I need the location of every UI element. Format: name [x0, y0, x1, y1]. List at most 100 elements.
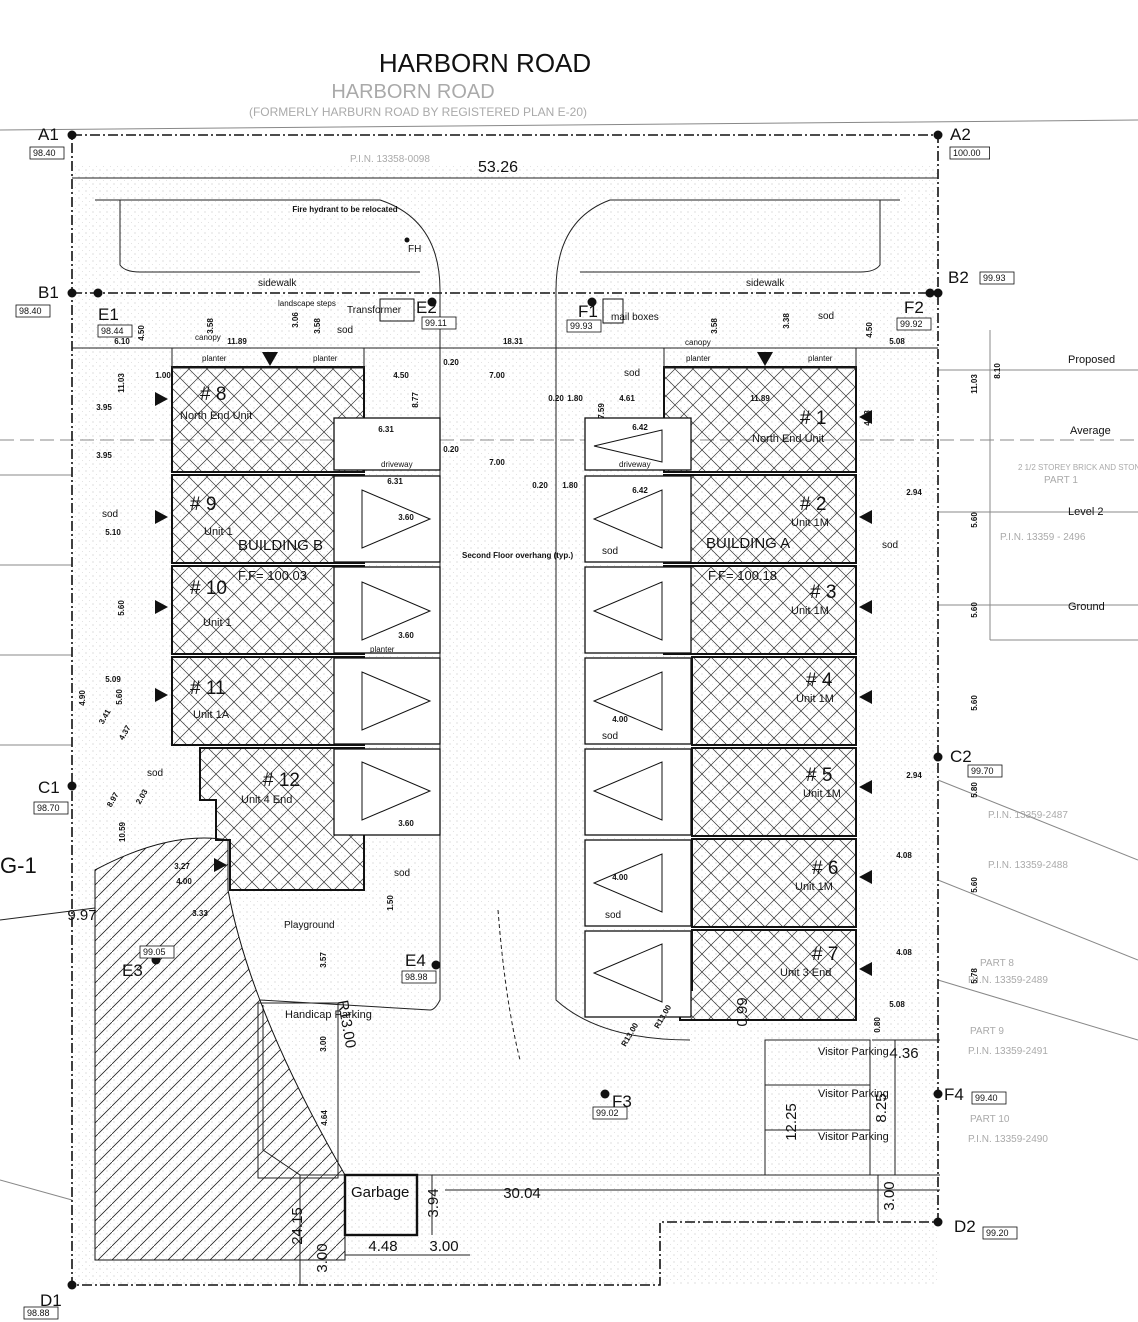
svg-text:11.89: 11.89	[750, 394, 770, 403]
unit-7-num: # 7	[812, 944, 838, 965]
unit-8-label: North End Unit	[180, 410, 252, 422]
sidewalk-right: sidewalk	[746, 278, 785, 289]
svg-text:6.10: 6.10	[114, 337, 130, 346]
dim-visitor-h2: 8.25	[873, 1093, 890, 1122]
garbage-label: Garbage	[351, 1184, 409, 1201]
unit-box-5	[691, 747, 857, 837]
elevation-d1: 98.88	[27, 1308, 50, 1318]
handicap-region	[257, 1002, 339, 1179]
road-former-name: (FORMERLY HARBURN ROAD BY REGISTERED PLA…	[249, 105, 587, 119]
svg-text:3.06: 3.06	[291, 312, 300, 328]
unit-8-num: # 8	[200, 384, 226, 405]
landscape-steps-label: landscape steps	[278, 299, 336, 308]
elevation-box-c1	[33, 801, 69, 815]
building-b	[171, 347, 441, 891]
svg-text:4.50: 4.50	[393, 371, 409, 380]
sod-left: sod	[102, 509, 118, 520]
elevation-box-f4	[971, 1091, 1007, 1105]
dim-garbage-width: 4.48	[368, 1238, 397, 1255]
curb-right-inner	[580, 200, 881, 273]
svg-text:P.I.N. 13358-0098: P.I.N. 13358-0098	[350, 154, 430, 165]
svg-text:4.08: 4.08	[896, 851, 912, 860]
svg-text:4.53: 4.53	[863, 410, 872, 426]
svg-text:3.58: 3.58	[206, 318, 215, 334]
svg-text:6.42: 6.42	[632, 423, 648, 432]
dim-visitor-width: 4.36	[889, 1045, 918, 1062]
small-dims: 4.50 3.58 3.06 3.58 11.89 18.31 6.10 1.0…	[78, 312, 1002, 1126]
elevation-b1: 98.40	[19, 306, 42, 316]
visitor-parking-3: Visitor Parking	[818, 1131, 889, 1143]
svg-text:5.08: 5.08	[889, 1000, 905, 1009]
survey-point-b1	[67, 288, 77, 298]
survey-point-e4	[431, 960, 441, 970]
survey-point-label-a2: A2	[950, 125, 971, 144]
svg-text:5.60: 5.60	[115, 689, 124, 705]
svg-text:6.42: 6.42	[632, 486, 648, 495]
svg-text:4.61: 4.61	[619, 394, 635, 403]
svg-text:5.60: 5.60	[970, 877, 979, 893]
svg-text:P.I.N. 13359-2490: P.I.N. 13359-2490	[968, 1134, 1048, 1145]
unit-box-1	[663, 366, 857, 473]
svg-text:PART 9: PART 9	[970, 1026, 1004, 1037]
unit-12-num: # 12	[263, 770, 300, 791]
survey-point-e2	[427, 297, 437, 307]
sod-center-2: sod	[602, 731, 618, 742]
svg-text:2 1/2 STOREY BRICK AND STONE D: 2 1/2 STOREY BRICK AND STONE DWELLING	[1018, 463, 1138, 472]
sod-right: sod	[882, 540, 898, 551]
center-line	[497, 909, 521, 1061]
unit-3-num: # 3	[810, 582, 836, 603]
svg-text:PART 1: PART 1	[1044, 475, 1078, 486]
elevation-e3: 99.05	[143, 947, 166, 957]
dimension-lines	[0, 177, 940, 1285]
fh-label: FH	[408, 244, 421, 255]
elevation-box-c2	[967, 764, 1003, 778]
survey-point-a2	[933, 130, 943, 140]
svg-text:6.31: 6.31	[378, 425, 394, 434]
survey-point-d1	[67, 1280, 77, 1290]
svg-text:5.60: 5.60	[970, 602, 979, 618]
svg-text:0.20: 0.20	[548, 394, 564, 403]
unit-12-label: Unit 4 End	[241, 794, 292, 806]
elevation-a1: 98.40	[33, 148, 56, 158]
svg-text:4.50: 4.50	[137, 325, 146, 341]
unit-6-num: # 6	[812, 858, 838, 879]
svg-text:8.77: 8.77	[411, 392, 420, 408]
sod-center-3: sod	[605, 910, 621, 921]
svg-text:1.80: 1.80	[562, 481, 578, 490]
dim-top-width: 53.26	[478, 159, 518, 176]
svg-text:3.60: 3.60	[398, 513, 414, 522]
svg-text:P.I.N. 13359-2489: P.I.N. 13359-2489	[968, 975, 1048, 986]
unit-labels: # 8 North End Unit # 9 Unit 1 # 10 Unit …	[180, 384, 841, 979]
unit-box-7	[679, 929, 857, 1021]
elevation-f3: 99.02	[596, 1108, 619, 1118]
svg-text:18.31: 18.31	[503, 337, 524, 346]
transformer-box	[379, 298, 415, 322]
planter-3: planter	[686, 354, 711, 363]
entry-arrows	[155, 352, 872, 976]
elevation-box-f2	[896, 317, 932, 331]
survey-point-f3	[600, 1089, 610, 1099]
sod-top-right: sod	[818, 311, 834, 322]
svg-text:3.33: 3.33	[192, 909, 208, 918]
building-b-name: BUILDING B	[238, 537, 323, 554]
fire-hydrant-icon	[404, 237, 410, 243]
unit-box-3	[663, 565, 857, 655]
survey-point-label-f1: F1	[578, 302, 598, 321]
svg-text:5.60: 5.60	[117, 600, 126, 616]
svg-text:6.31: 6.31	[387, 477, 403, 486]
svg-text:4.00: 4.00	[612, 715, 628, 724]
survey-point-label-d1: D1	[40, 1291, 62, 1310]
building-b-ff: F.F= 100.03	[238, 568, 307, 583]
svg-text:3.60: 3.60	[398, 819, 414, 828]
survey-point-e1	[93, 288, 103, 298]
unit-6-label: Unit 1M	[795, 881, 833, 893]
sod-left-2: sod	[147, 768, 163, 779]
sidewalk-left: sidewalk	[258, 278, 297, 289]
elevation-f4: 99.40	[975, 1093, 998, 1103]
unit-11-label: Unit 1A	[193, 709, 230, 721]
svg-text:11.89: 11.89	[227, 337, 247, 346]
elevation-c1: 98.70	[37, 803, 60, 813]
svg-text:0.20: 0.20	[443, 445, 459, 454]
unit-7-label: Unit 3 End	[780, 967, 831, 979]
survey-point-label-a1: A1	[38, 125, 59, 144]
